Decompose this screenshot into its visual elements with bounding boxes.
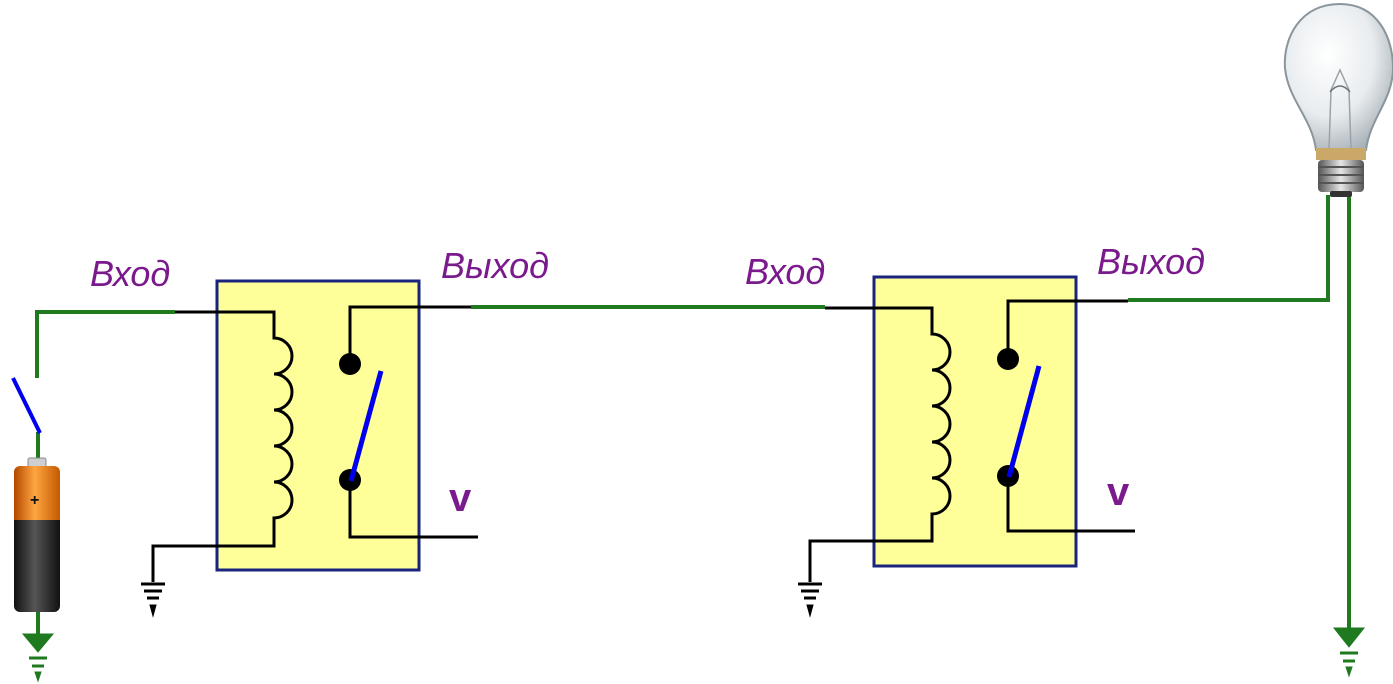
relay-1-power-label: v [449,476,472,520]
relay-1 [151,279,478,582]
relay-2-switch-arm [1006,365,1042,478]
ground-icon [798,582,822,618]
input-switch-arm [11,377,42,434]
relay-2-power-label: v [1107,470,1130,514]
relay-2-contact-top-wire [1006,299,1128,357]
relay-2-body [872,275,1078,568]
relay-1-contact-top-wire [348,305,471,362]
relay-2-coil [808,306,952,582]
relay-2 [808,275,1135,582]
output-to-bulb-wire [1128,195,1330,302]
input-wire [35,310,175,378]
battery-plus-sign: + [30,492,40,509]
relay-1-contact-bottom-wire [348,482,478,539]
ground-icon [21,633,55,683]
relay-2-contact-top [997,348,1019,370]
ground-icon [1332,627,1366,678]
relay-1-input-label: Вход [90,253,171,294]
relay-2-input-label: Вход [745,251,826,292]
ground-icon [141,582,165,618]
relay-2-contact-bottom-wire [1006,477,1135,533]
battery-icon [14,457,60,612]
relay-1-coil [151,310,294,582]
relay-1-switch-arm [348,370,384,482]
light-bulb-icon [1283,2,1393,197]
relay-2-output-label: Выход [1097,241,1206,282]
relay-1-output-label: Выход [441,245,550,286]
green-wires [35,195,1351,634]
relay-1-body [215,279,421,572]
relay-1-contact-top [339,353,361,375]
